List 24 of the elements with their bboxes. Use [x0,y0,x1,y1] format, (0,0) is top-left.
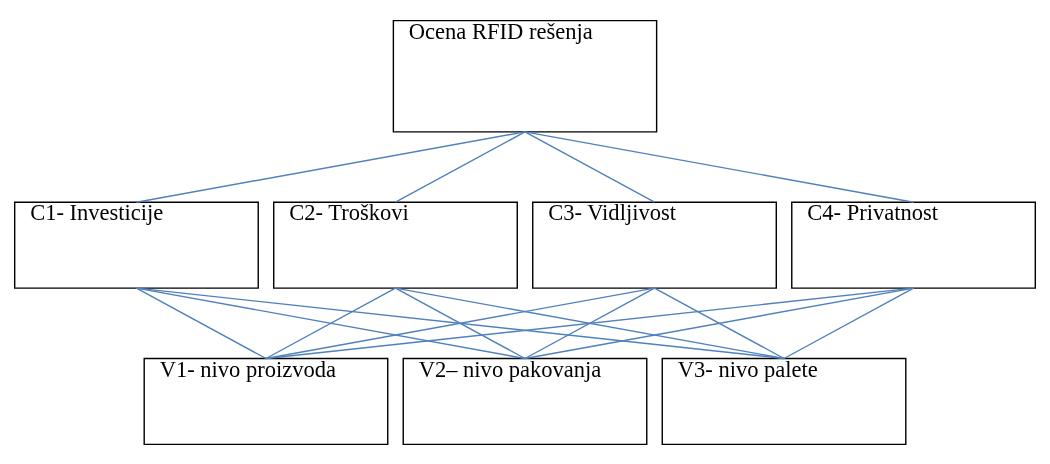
node-box: V3- nivo palete [661,357,907,445]
connector [135,286,785,359]
connector [135,130,526,203]
connector [524,286,915,359]
node-box: C4- Privatnost [791,201,1037,289]
node-box: V2– nivo pakovanja [402,357,648,445]
node-box: C1- Investicije [13,201,259,289]
node-box: C2- Troškovi [273,201,518,289]
connector [394,286,785,359]
connector [524,130,915,203]
connector [394,286,526,359]
connector [524,130,656,203]
node-box: Ocena RFID rešenja [392,19,658,133]
connector [265,286,915,359]
connector [653,286,785,359]
connector [265,286,656,359]
connector [135,286,526,359]
connector [524,286,656,359]
connector [135,286,267,359]
connector [394,130,526,203]
node-box: V1- nivo proizvoda [143,357,389,445]
connector [783,286,915,359]
connector [265,286,397,359]
node-box: C3- Vidljivost [532,201,777,289]
